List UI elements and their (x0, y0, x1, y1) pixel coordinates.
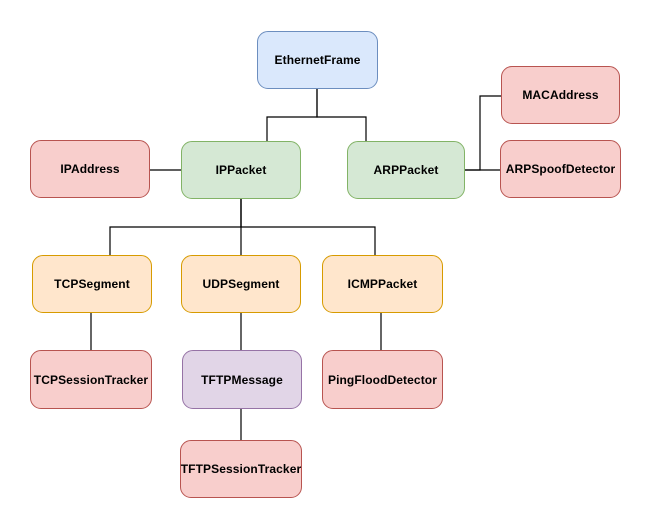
node-label-ip-packet: IPPacket (215, 163, 267, 177)
node-ip-packet[interactable]: IPPacket (181, 141, 301, 199)
node-ethernet-frame[interactable]: EthernetFrame (257, 31, 378, 89)
node-tftp-message[interactable]: TFTPMessage (182, 350, 302, 409)
node-ping-flood-detector[interactable]: PingFloodDetector (322, 350, 443, 409)
edge-arppacket-macaddress (465, 95, 501, 171)
node-tftp-session-tracker[interactable]: TFTPSessionTracker (180, 440, 302, 498)
edge-ippacket-icmppacket (240, 199, 376, 255)
node-arp-spoof-detector[interactable]: ARPSpoofDetector (500, 140, 621, 198)
node-mac-address[interactable]: MACAddress (501, 66, 620, 124)
node-label-ip-address: IPAddress (60, 162, 120, 176)
node-label-arp-spoof-detector: ARPSpoofDetector (505, 162, 616, 176)
node-label-arp-packet: ARPPacket (373, 163, 439, 177)
node-tcp-segment[interactable]: TCPSegment (32, 255, 152, 313)
node-tcp-session-tracker[interactable]: TCPSessionTracker (30, 350, 152, 409)
node-label-icmp-packet: ICMPPacket (347, 277, 418, 291)
node-label-tcp-session-tracker: TCPSessionTracker (33, 372, 149, 387)
node-label-ping-flood-detector: PingFloodDetector (327, 372, 438, 387)
node-label-udp-segment: UDPSegment (202, 277, 280, 291)
node-udp-segment[interactable]: UDPSegment (181, 255, 301, 313)
node-arp-packet[interactable]: ARPPacket (347, 141, 465, 199)
node-label-tcp-segment: TCPSegment (54, 277, 130, 291)
node-label-mac-address: MACAddress (522, 88, 599, 102)
node-ip-address[interactable]: IPAddress (30, 140, 150, 198)
edge-ippacket-tcpsegment (109, 199, 242, 255)
node-icmp-packet[interactable]: ICMPPacket (322, 255, 443, 313)
edge-ethernetframe-arppacket (316, 89, 367, 141)
node-label-tftp-session-tracker: TFTPSessionTracker (180, 462, 302, 476)
node-label-tftp-message: TFTPMessage (201, 372, 283, 387)
edge-ethernetframe-ippacket (266, 89, 318, 141)
node-label-ethernet-frame: EthernetFrame (274, 53, 361, 67)
